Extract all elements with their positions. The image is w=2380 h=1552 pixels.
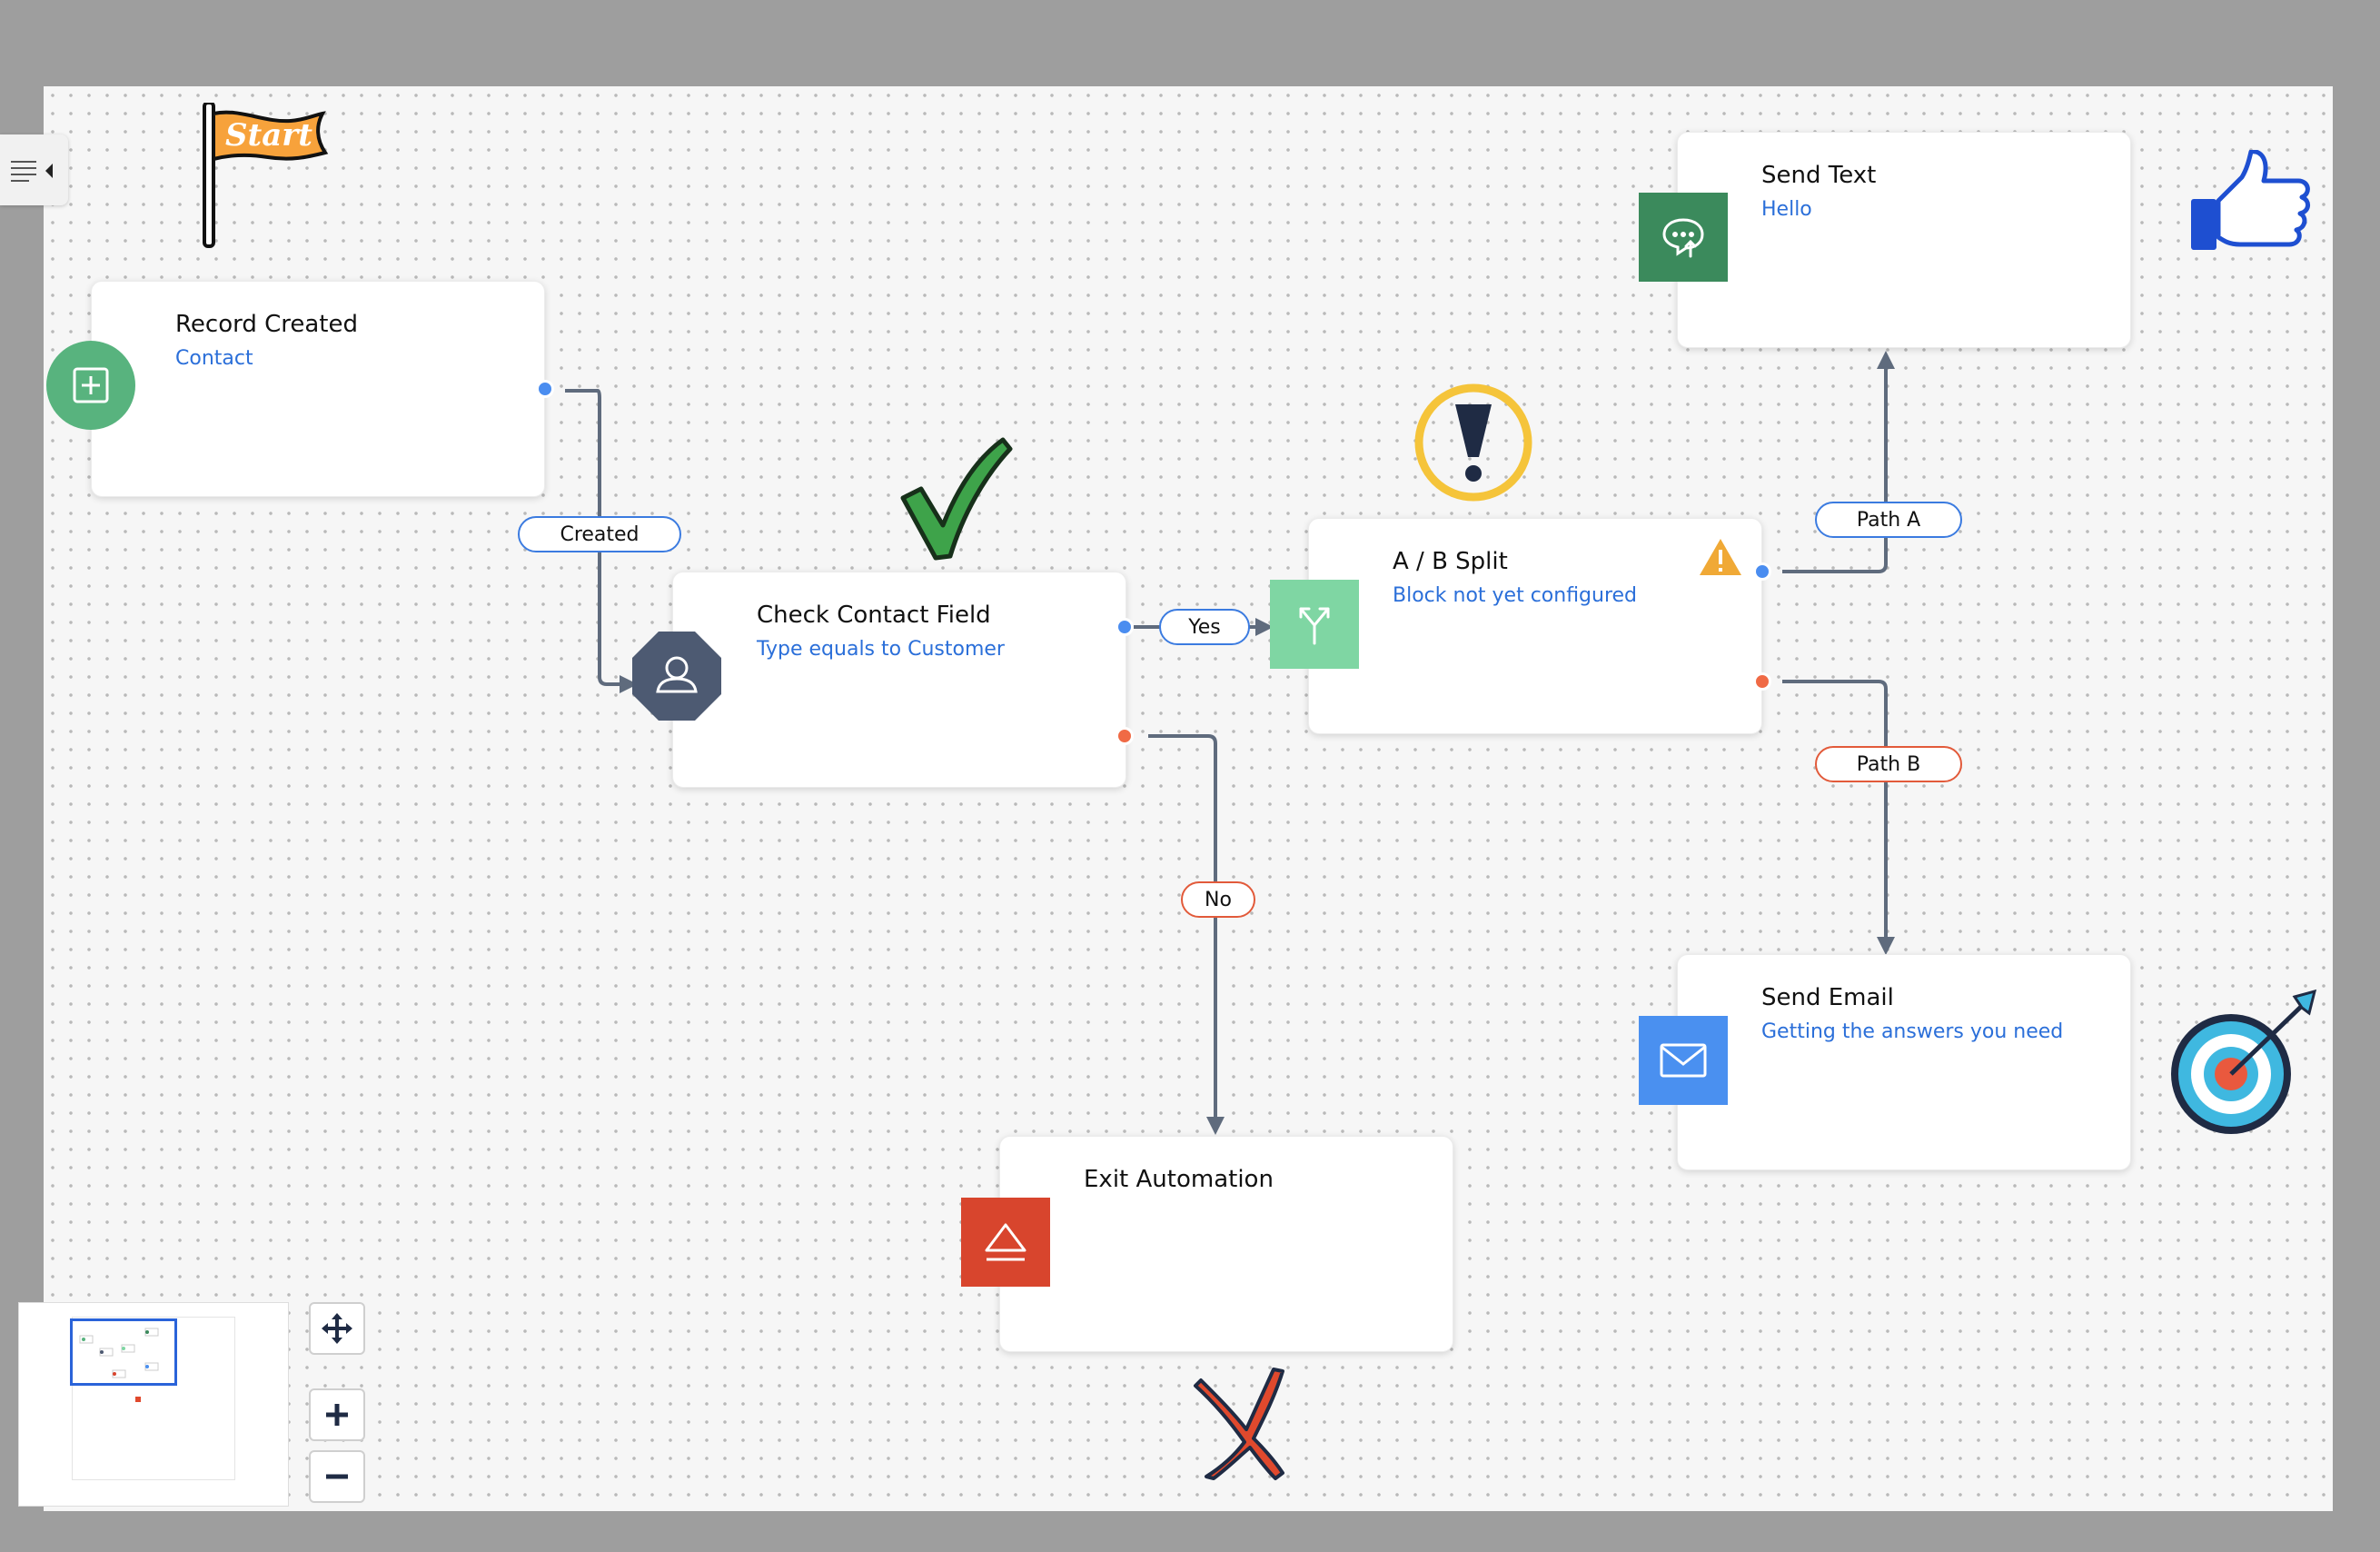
connector-no — [1148, 734, 1225, 1135]
block-title: Record Created — [175, 311, 358, 338]
block-subtitle: Block not yet configured — [1393, 584, 1638, 607]
block-ab-split[interactable]: A / B Split Block not yet configured — [1308, 518, 1762, 734]
no-port[interactable] — [1116, 727, 1134, 745]
block-title: Exit Automation — [1084, 1166, 1274, 1193]
minimap-viewport[interactable] — [70, 1318, 177, 1386]
plus-icon — [326, 1404, 348, 1426]
sidebar-toggle-button[interactable] — [0, 134, 68, 205]
target-icon — [2171, 989, 2317, 1134]
block-title: Send Text — [1761, 162, 1877, 189]
path-a-port[interactable] — [1753, 562, 1771, 581]
start-flag-icon: Start — [200, 101, 336, 248]
path-b-port[interactable] — [1753, 672, 1771, 691]
block-send-email[interactable]: Send Email Getting the answers you need — [1677, 954, 2131, 1170]
cross-icon — [1194, 1368, 1284, 1480]
automation-canvas[interactable]: Record Created Contact Check Contact Fie… — [44, 86, 2333, 1511]
plus-square-icon[interactable] — [46, 341, 135, 430]
block-subtitle: Contact — [175, 347, 253, 370]
block-record-created[interactable]: Record Created Contact — [91, 281, 545, 497]
checkmark-icon — [900, 437, 1013, 561]
block-subtitle: Type equals to Customer — [757, 638, 1005, 661]
minimap-cross-marker — [135, 1397, 141, 1402]
minimap-page — [72, 1317, 235, 1480]
output-port[interactable] — [536, 380, 554, 398]
connector-label-path-a[interactable]: Path A — [1815, 502, 1962, 538]
block-send-text[interactable]: Send Text Hello — [1677, 132, 2131, 348]
split-icon[interactable] — [1270, 580, 1359, 669]
user-icon[interactable] — [632, 632, 721, 721]
block-subtitle: Getting the answers you need — [1761, 1020, 2064, 1043]
zoom-in-button[interactable] — [309, 1388, 365, 1441]
connector-label-created[interactable]: Created — [518, 516, 681, 552]
block-subtitle: Hello — [1761, 198, 1812, 221]
eject-icon[interactable] — [961, 1198, 1050, 1287]
warning-triangle-icon — [1700, 539, 1741, 575]
minimap[interactable] — [18, 1302, 289, 1507]
block-check-contact-field[interactable]: Check Contact Field Type equals to Custo… — [672, 572, 1126, 788]
block-title: Send Email — [1761, 984, 1894, 1011]
connector-path-b — [1782, 680, 1895, 955]
yes-port[interactable] — [1116, 618, 1134, 636]
connector-label-yes[interactable]: Yes — [1159, 609, 1250, 645]
connector-label-path-b[interactable]: Path B — [1815, 746, 1962, 782]
chat-bubble-icon[interactable] — [1639, 193, 1728, 282]
start-flag-label: Start — [225, 117, 312, 154]
connector-label-no[interactable]: No — [1181, 881, 1255, 918]
exclamation-icon — [1414, 383, 1532, 502]
block-title: A / B Split — [1393, 548, 1508, 575]
pan-button[interactable] — [309, 1302, 365, 1355]
zoom-out-button[interactable] — [309, 1450, 365, 1503]
connector-path-a — [1782, 351, 1895, 573]
block-exit-automation[interactable]: Exit Automation — [999, 1136, 1453, 1352]
block-title: Check Contact Field — [757, 602, 991, 629]
envelope-icon[interactable] — [1639, 1016, 1728, 1105]
thumbs-up-icon — [2191, 150, 2310, 250]
move-icon — [322, 1313, 352, 1344]
list-icon — [11, 161, 53, 182]
minus-icon — [326, 1474, 348, 1479]
